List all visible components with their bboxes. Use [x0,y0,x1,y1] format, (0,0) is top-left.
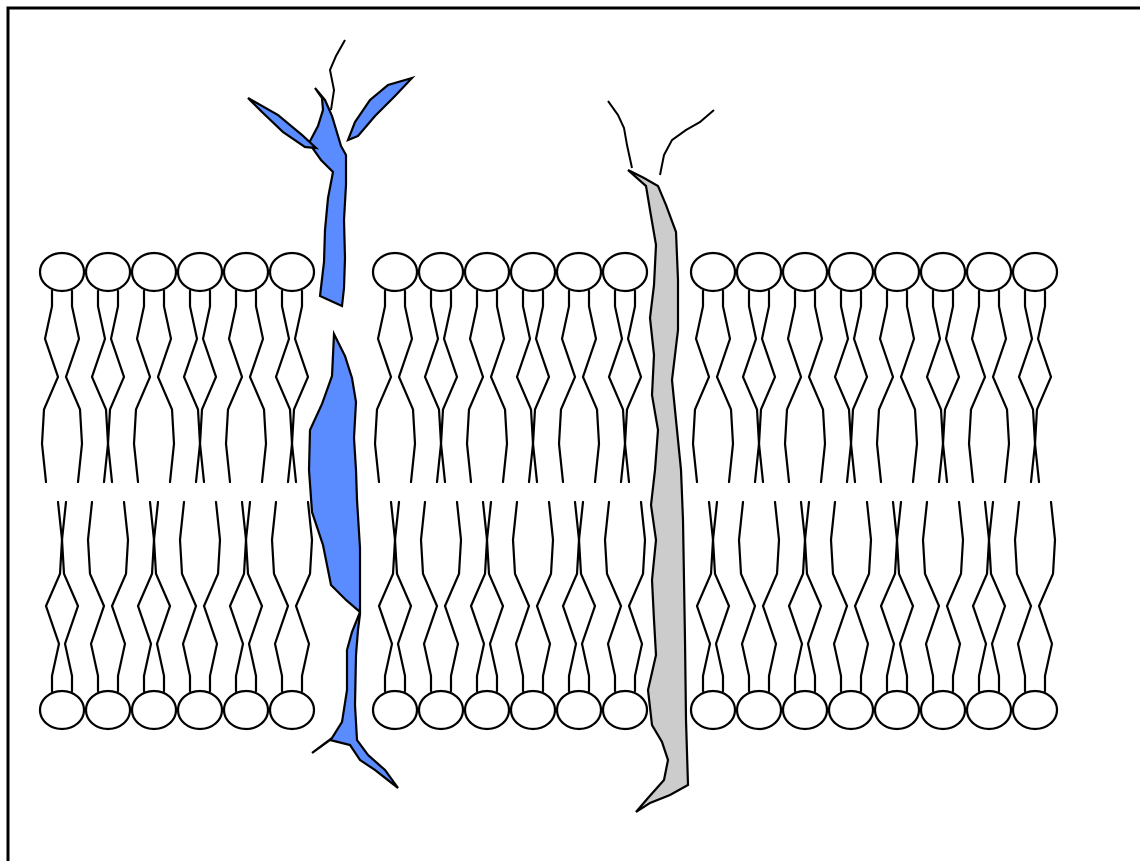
lipid-head [603,253,647,291]
lipid-head [829,691,873,729]
lipid-head [373,691,417,729]
lipid-head [132,253,176,291]
lipid-head [419,253,463,291]
lipid-head [511,691,555,729]
lipid-head [86,691,130,729]
lipid-head [967,691,1011,729]
lipid-head [557,691,601,729]
lipid-head [921,691,965,729]
lipid-head [875,253,919,291]
lipid-head [86,253,130,291]
lipid-head [737,253,781,291]
lipid-head [178,691,222,729]
upper-leaflet-heads [40,253,1057,291]
lipid-head [511,253,555,291]
lipid-head [691,691,735,729]
lipid-head [465,253,509,291]
lipid-head [783,253,827,291]
lipid-head [224,253,268,291]
lipid-head [875,691,919,729]
lipid-head [224,691,268,729]
lipid-head [1013,253,1057,291]
lipid-head [691,253,735,291]
lipid-head [1013,691,1057,729]
lipid-head [967,253,1011,291]
lipid-head [373,253,417,291]
lipid-head [829,253,873,291]
lipid-head [419,691,463,729]
lipid-head [737,691,781,729]
lipid-head [132,691,176,729]
lipid-head [270,253,314,291]
lipid-head [783,691,827,729]
lipid-head [557,253,601,291]
lower-leaflet-heads [40,691,1057,729]
lipid-head [603,691,647,729]
lipid-head [465,691,509,729]
lipid-head [40,253,84,291]
lipid-head [178,253,222,291]
lipid-head [270,691,314,729]
lipid-head [921,253,965,291]
lipid-head [40,691,84,729]
